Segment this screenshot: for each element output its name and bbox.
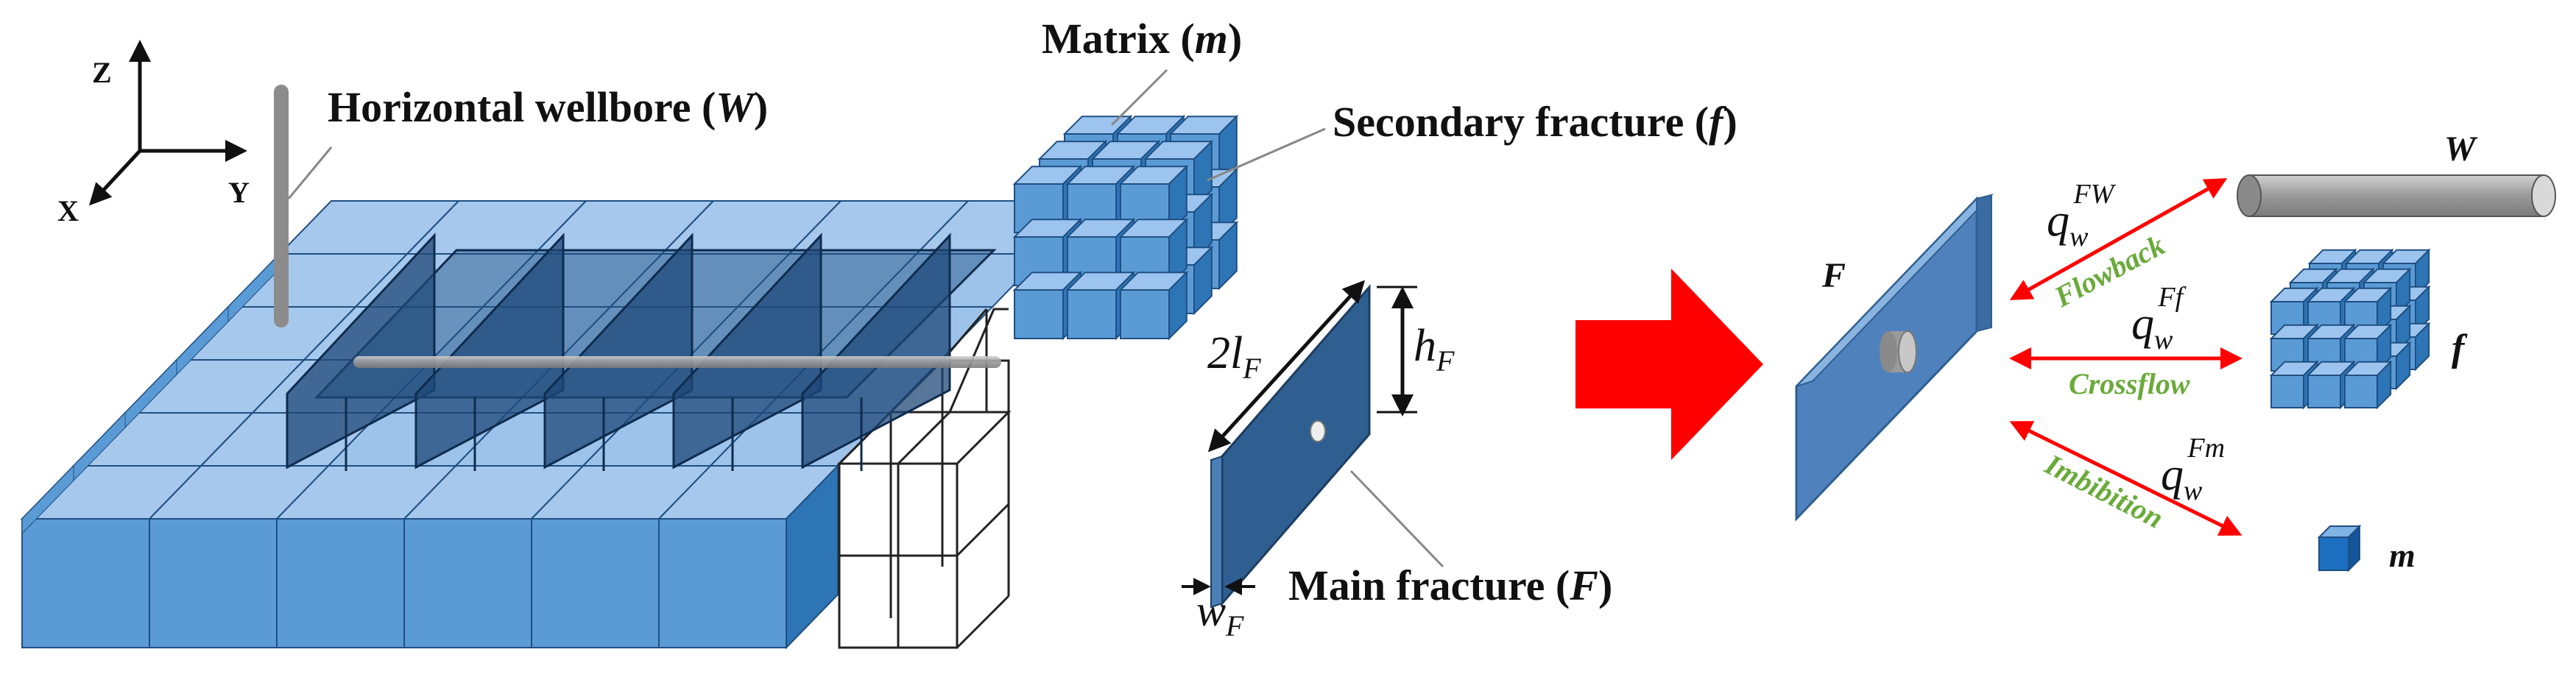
grid-cell-front bbox=[531, 518, 660, 648]
matrix-label: Matrix (m) bbox=[1042, 15, 1242, 63]
cube-side bbox=[1168, 270, 1188, 341]
q-ff-label: qwFf bbox=[2131, 282, 2187, 355]
grid-cell-side bbox=[786, 464, 839, 650]
cube-front bbox=[1014, 289, 1064, 339]
cube-side bbox=[1193, 139, 1213, 210]
q-fw-label: qwFW bbox=[2047, 179, 2117, 252]
cube-side bbox=[2415, 322, 2430, 372]
grid-cell-front bbox=[276, 518, 405, 648]
grid-cell-front bbox=[403, 518, 532, 648]
matrix-cube-cluster bbox=[1012, 114, 1239, 341]
W-label: W bbox=[2444, 130, 2478, 169]
cube-side bbox=[1193, 192, 1213, 263]
grid-cell-front bbox=[658, 518, 787, 648]
length-dimension-arrow bbox=[1207, 280, 1366, 453]
imbibition-arrow bbox=[2009, 421, 2242, 536]
secondary-fracture-cube-cluster bbox=[2269, 248, 2431, 410]
F-label: F bbox=[1821, 256, 1846, 295]
cube-side bbox=[2396, 267, 2411, 317]
cube-side bbox=[2396, 304, 2411, 354]
cube-front bbox=[2344, 375, 2378, 408]
reservoir-grid bbox=[20, 85, 1225, 650]
secondary-fracture-label: Secondary fracture (f) bbox=[1333, 98, 1737, 146]
cube-side bbox=[2376, 286, 2392, 336]
cube-front bbox=[2270, 375, 2304, 408]
cube-side bbox=[1168, 164, 1188, 235]
cube-front bbox=[1067, 289, 1117, 339]
q-fm-label: qwFm bbox=[2161, 433, 2225, 506]
length-label: 2lF bbox=[1207, 328, 1261, 385]
cube-front bbox=[1120, 289, 1170, 339]
wellbore-leader-line bbox=[287, 146, 333, 199]
cube-side bbox=[1168, 217, 1188, 288]
fracture-F-plate bbox=[1795, 194, 1994, 522]
cube-side bbox=[2415, 285, 2430, 335]
axis-x-label: X bbox=[57, 194, 79, 227]
transition-arrow bbox=[1575, 269, 1763, 460]
cube-side bbox=[1218, 220, 1238, 291]
crossflow-label: Crossflow bbox=[2069, 367, 2190, 400]
cube-front bbox=[2307, 375, 2341, 408]
matrix-leader-line bbox=[1110, 68, 1168, 127]
horizontal-wellbore-pipe bbox=[353, 356, 1001, 368]
m-label: m bbox=[2389, 536, 2416, 574]
coordinate-axes: Z Y X bbox=[57, 40, 250, 227]
width-label: wF bbox=[1196, 587, 1244, 642]
f-label: f bbox=[2452, 327, 2468, 369]
height-label: hF bbox=[1414, 321, 1455, 378]
secondary-leader-line bbox=[1207, 127, 1326, 182]
cube-side bbox=[2376, 360, 2392, 410]
axis-z-label: Z bbox=[92, 56, 112, 89]
axis-y-label: Y bbox=[228, 176, 250, 209]
cube-side bbox=[2415, 248, 2430, 298]
main-fracture-label: Main fracture (F) bbox=[1288, 562, 1612, 609]
main-fracture-leader-line bbox=[1349, 470, 1444, 568]
grid-cell-front bbox=[149, 518, 278, 648]
matrix-single-cube bbox=[2317, 524, 2362, 573]
cube-side bbox=[2376, 323, 2392, 373]
wellbore-label: Horizontal wellbore (W) bbox=[328, 83, 768, 131]
fracture-plane bbox=[801, 233, 951, 470]
wellbore-W-cylinder bbox=[2237, 174, 2556, 217]
flowback-arrow bbox=[2009, 178, 2228, 300]
cube-side bbox=[1218, 114, 1238, 185]
cube-side bbox=[2396, 341, 2411, 391]
grid-front-faces bbox=[21, 252, 839, 650]
cube-side bbox=[1218, 167, 1238, 238]
grid-cell-front bbox=[21, 518, 150, 648]
vertical-wellbore-pipe bbox=[274, 85, 289, 327]
